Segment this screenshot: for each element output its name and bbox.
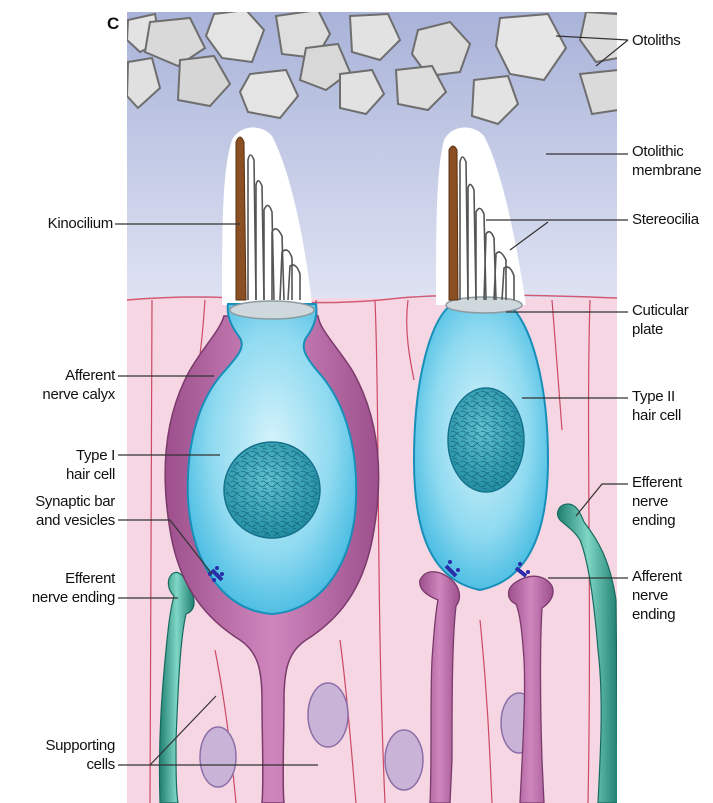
label-type1-hair-cell: Type I hair cell [66,446,115,484]
label-synaptic-bar: Synaptic bar and vesicles [35,492,115,530]
label-efferent-nerve-ending-left: Efferent nerve ending [32,569,115,607]
label-afferent-nerve-calyx: Afferent nerve calyx [42,366,115,404]
label-afferent-nerve-ending-right: Afferent nerve ending [632,567,682,624]
label-cuticular-plate: Cuticular plate [632,301,689,339]
cuticular-plate-left [230,301,314,319]
kinocilium-left [236,137,246,300]
label-efferent-nerve-ending-right: Efferent nerve ending [632,473,682,530]
label-otolithic-membrane: Otolithic membrane [632,142,701,180]
label-supporting-cells: Supporting cells [45,736,115,774]
panel-letter: C [107,14,119,34]
label-type2-hair-cell: Type II hair cell [632,387,681,425]
label-stereocilia: Stereocilia [632,210,699,229]
label-otoliths: Otoliths [632,31,680,50]
label-kinocilium: Kinocilium [48,214,113,233]
kinocilium-right [449,146,458,300]
